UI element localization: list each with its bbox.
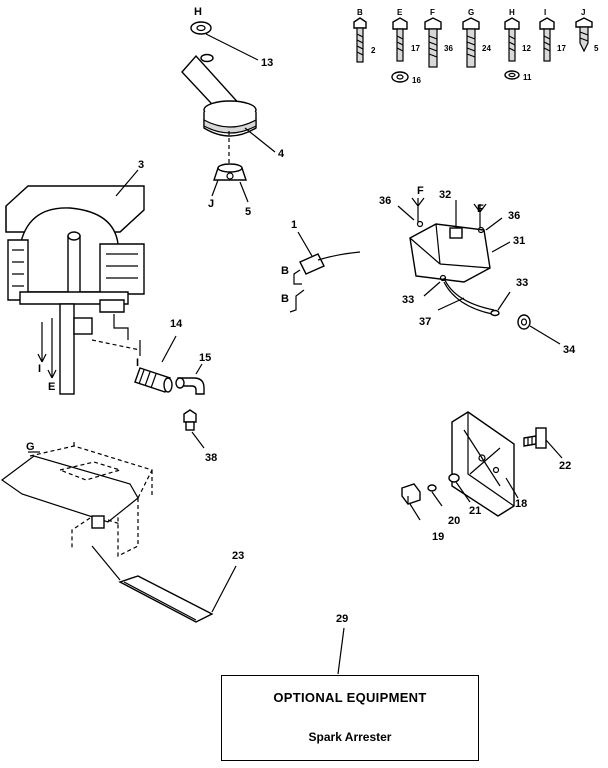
callout-23: 23 bbox=[232, 550, 244, 562]
letter-i-left: I bbox=[38, 363, 41, 375]
letter-e-left: E bbox=[48, 381, 55, 393]
callout-15: 15 bbox=[199, 352, 211, 364]
callout-5: 5 bbox=[245, 206, 251, 218]
fastener-letter-f: F bbox=[430, 8, 435, 17]
callout-32: 32 bbox=[439, 189, 451, 201]
letter-f-1: F bbox=[417, 185, 424, 197]
fastener-g-bolt bbox=[462, 17, 480, 68]
callout-19: 19 bbox=[432, 531, 444, 543]
fastener-letter-i: I bbox=[544, 8, 546, 17]
callout-36-right: 36 bbox=[508, 210, 520, 222]
letter-b-1: B bbox=[281, 265, 289, 277]
exhaust-pipe bbox=[134, 367, 173, 393]
washer-qty-16: 16 bbox=[412, 76, 421, 85]
fastener-f-bolt bbox=[424, 17, 442, 68]
fastener-j-screw bbox=[575, 17, 593, 53]
fastener-qty-e: 17 bbox=[411, 44, 420, 53]
fastener-letter-g: G bbox=[468, 8, 474, 17]
fastener-letter-e: E bbox=[397, 8, 403, 17]
fastener-letter-j: J bbox=[581, 8, 585, 17]
spark-arrester-label: Spark Arrester bbox=[308, 730, 392, 744]
callout-21: 21 bbox=[469, 505, 481, 517]
washer-16 bbox=[391, 71, 409, 83]
callout-1: 1 bbox=[291, 219, 297, 231]
fastener-qty-j: 5 bbox=[594, 44, 599, 53]
callout-3: 3 bbox=[138, 159, 144, 171]
callout-18: 18 bbox=[515, 498, 527, 510]
fastener-h-bolt bbox=[504, 17, 520, 62]
washer-20 bbox=[427, 484, 437, 492]
mounting-bracket-18 bbox=[451, 411, 515, 517]
fastener-letter-h: H bbox=[509, 8, 515, 17]
heat-shield-wire bbox=[439, 274, 500, 317]
fastener-qty-i: 17 bbox=[557, 44, 566, 53]
letter-i-pipe: I bbox=[136, 357, 139, 369]
bolt-22 bbox=[523, 427, 547, 449]
callout-14: 14 bbox=[170, 318, 183, 330]
fastener-qty-f: 36 bbox=[444, 44, 453, 53]
callout-20: 20 bbox=[448, 515, 460, 527]
throttle-control bbox=[289, 251, 361, 313]
fastener-qty-b: 2 bbox=[371, 46, 376, 55]
callout-34: 34 bbox=[563, 344, 576, 356]
callout-33-left: 33 bbox=[402, 294, 414, 306]
letter-b-2: B bbox=[281, 293, 289, 305]
letter-j-carb: J bbox=[208, 198, 214, 210]
optional-equipment-box: OPTIONAL EQUIPMENT Spark Arrester bbox=[221, 675, 479, 761]
callout-22: 22 bbox=[559, 460, 571, 472]
letter-g-left: G bbox=[26, 441, 35, 453]
callout-38: 38 bbox=[205, 452, 217, 464]
washer-21 bbox=[448, 473, 460, 483]
callout-36-left: 36 bbox=[379, 195, 391, 207]
washer-qty-11: 11 bbox=[523, 73, 532, 82]
fastener-e-bolt bbox=[392, 17, 408, 62]
fastener-qty-g: 24 bbox=[482, 44, 491, 53]
air-cleaner-assembly bbox=[181, 21, 257, 181]
engine-block bbox=[5, 185, 145, 395]
mower-frame bbox=[0, 440, 153, 557]
fastener-i-bolt bbox=[539, 17, 555, 62]
fitting-38 bbox=[183, 409, 197, 431]
muffler-31 bbox=[409, 223, 491, 283]
washer-11 bbox=[504, 70, 520, 80]
fastener-letter-b: B bbox=[357, 8, 363, 17]
optional-equipment-title: OPTIONAL EQUIPMENT bbox=[273, 690, 427, 705]
gasket-34 bbox=[517, 314, 531, 330]
callout-4: 4 bbox=[278, 148, 285, 160]
nut-19 bbox=[401, 483, 421, 505]
callout-37: 37 bbox=[419, 316, 431, 328]
callout-31: 31 bbox=[513, 235, 525, 247]
fastener-b-bolt bbox=[353, 17, 367, 63]
fastener-qty-h: 12 bbox=[522, 44, 531, 53]
callout-33-right: 33 bbox=[516, 277, 528, 289]
callout-13: 13 bbox=[261, 57, 273, 69]
letter-f-2: F bbox=[477, 203, 484, 215]
exhaust-elbow bbox=[175, 377, 205, 395]
letter-h-top: H bbox=[194, 6, 202, 18]
deflector-23 bbox=[91, 545, 214, 623]
callout-29: 29 bbox=[336, 613, 348, 625]
